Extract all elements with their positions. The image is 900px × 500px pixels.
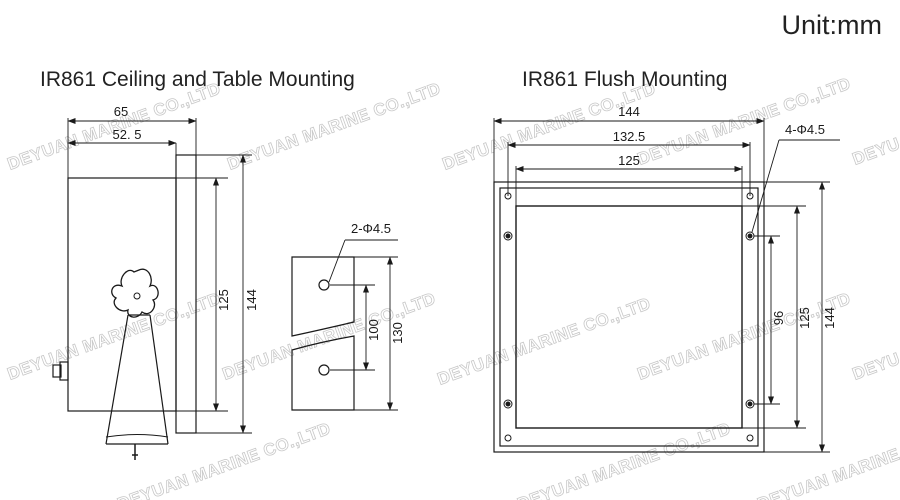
mount-hole [503,399,513,409]
side-connector [59,361,69,381]
ceiling-table-title: IR861 Ceiling and Table Mounting [40,68,355,91]
dim-outer-height: 144 [822,307,837,329]
dim-hole-spacing: 100 [366,319,381,341]
bracket-hole-label: 2-Φ4.5 [351,221,391,236]
flush-mounting-title: IR861 Flush Mounting [522,68,728,91]
side-view [52,154,197,460]
bracket-stand [105,314,169,445]
stand-base-curve [105,434,169,438]
watermark-text: DEYUAN MARINE CO.,LTD [115,419,333,500]
side-connector-nut [52,364,62,378]
mounting-knob [111,268,159,318]
mount-hole [503,231,513,241]
dim-outer-width: 144 [618,104,640,119]
dim-depth-total: 65 [114,104,128,119]
flush-dimensions [493,118,840,453]
side-dimensions [67,118,252,434]
bracket-hole-bottom [318,364,330,376]
bracket-plate-upper [291,256,355,337]
watermark-text: DEYUAN MARINE CO.,LTD [635,289,853,384]
watermark-text: DEYUAN MARINE CO.,LTD [435,294,653,389]
dim-hole-width: 132.5 [613,129,646,144]
inner-frame [499,187,759,447]
corner-hole [504,434,512,442]
dim-depth-body: 52. 5 [113,127,142,142]
flush-view [493,181,765,453]
corner-hole [746,434,754,442]
front-panel [175,154,197,434]
dim-screen-height: 96 [771,311,786,325]
outer-frame [493,181,765,453]
flush-hole-label: 4-Φ4.5 [785,122,825,137]
dim-cutout-height: 125 [797,307,812,329]
unit-label: Unit:mm [781,10,883,40]
dim-cutout-width: 125 [618,153,640,168]
watermark-text: DEYUAN MARINE CO.,LTD [515,419,733,500]
watermark-text: DEYUAN MARINE CO.,LTD [755,419,900,500]
watermark-text: DEYUAN MARINE CO.,LTD [850,74,900,169]
bracket-hole-top [318,279,330,291]
dim-body-height: 125 [216,289,231,311]
dim-bracket-height: 130 [390,322,405,344]
watermark-text: DEYUAN MARINE CO.,LTD [225,79,443,174]
bracket-plate-lower [291,335,355,411]
device-body [67,177,177,412]
screen-area [515,205,743,429]
bracket-dimensions [328,239,398,411]
bracket-view [291,256,355,411]
dim-panel-height: 144 [244,289,259,311]
watermark-text: DEYUAN MARINE CO.,LTD [850,289,900,384]
